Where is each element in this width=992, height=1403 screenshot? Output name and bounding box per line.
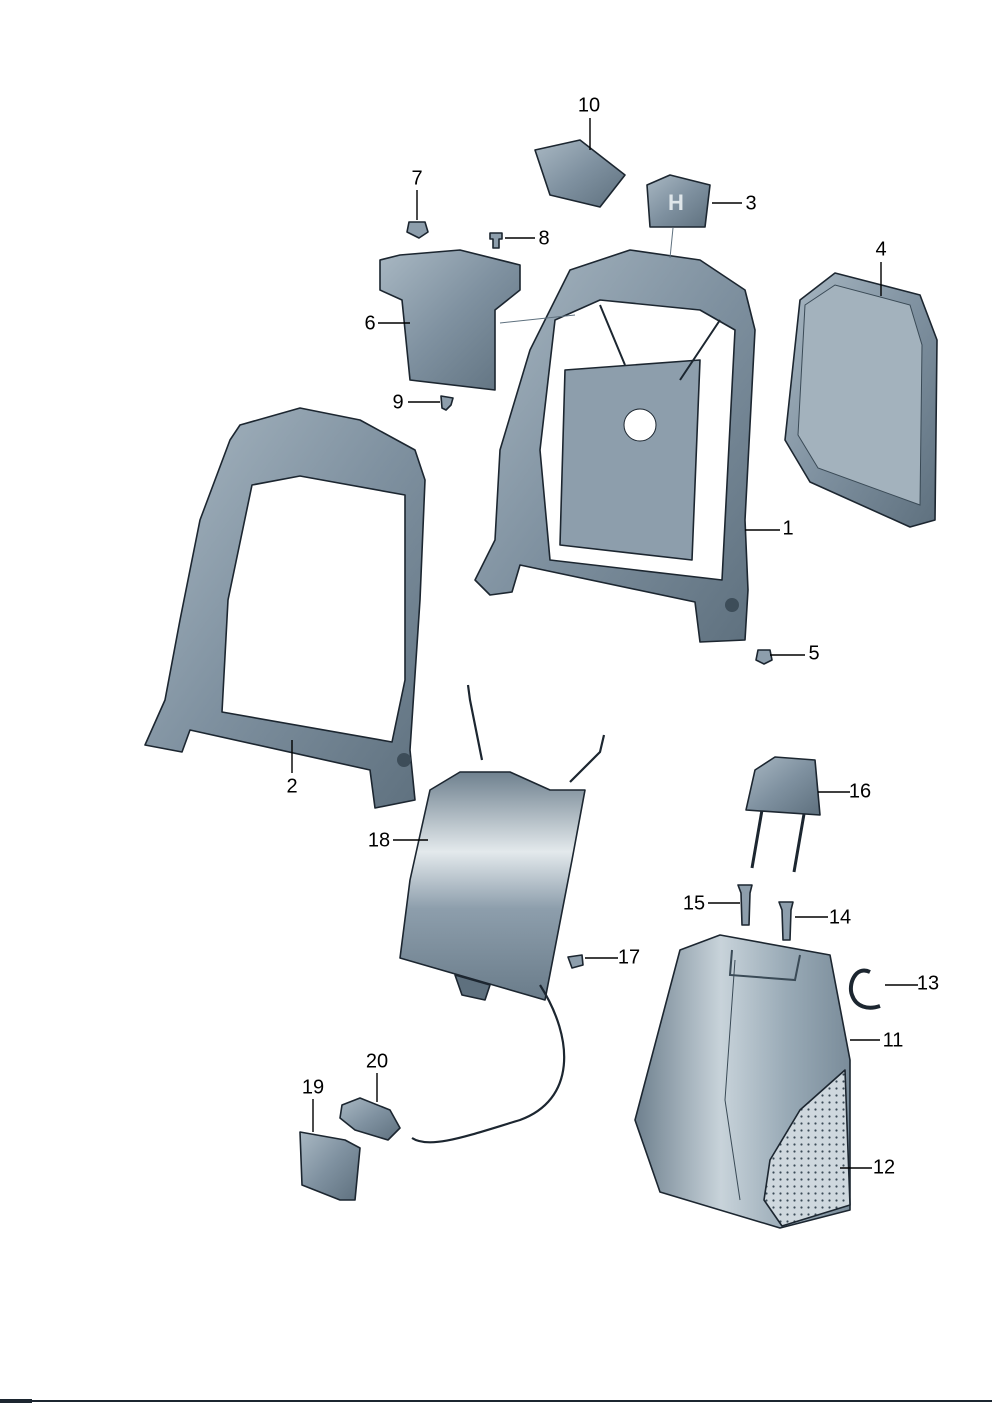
leader-lines xyxy=(291,118,918,1169)
callout-8: 8 xyxy=(538,227,549,249)
cover-seam xyxy=(724,959,741,1201)
part-18-wire xyxy=(569,734,606,783)
callout-2: 2 xyxy=(286,775,297,797)
part-16-headrest[interactable] xyxy=(745,756,821,816)
callout-9: 9 xyxy=(392,391,403,413)
part-20-connector[interactable] xyxy=(339,1097,401,1141)
callout-16: 16 xyxy=(849,780,871,802)
part-9-bolt[interactable] xyxy=(440,395,454,411)
part-1-backrest-frame-with-support[interactable] xyxy=(474,249,756,643)
part-15-headrest-guide-sleeve[interactable] xyxy=(737,884,753,926)
callout-4: 4 xyxy=(875,238,886,260)
assembly-line xyxy=(499,314,576,324)
callout-10: 10 xyxy=(578,94,600,116)
part-17-clip[interactable] xyxy=(567,954,584,969)
callout-13: 13 xyxy=(917,972,939,994)
part-3-headrest-guide[interactable] xyxy=(646,174,711,228)
callout-14: 14 xyxy=(829,906,851,928)
callout-1: 1 xyxy=(782,517,793,539)
part-13-retaining-ring[interactable] xyxy=(849,968,881,1010)
part-6-bracket[interactable] xyxy=(379,249,521,391)
callout-20: 20 xyxy=(366,1050,388,1072)
callout-17: 17 xyxy=(618,946,640,968)
callout-7: 7 xyxy=(411,167,422,189)
callout-6: 6 xyxy=(364,312,375,334)
part-10-cover-cap[interactable] xyxy=(534,139,626,208)
part-5-screw[interactable] xyxy=(755,649,773,665)
part-12-perforated-insert[interactable] xyxy=(763,1069,851,1227)
cable xyxy=(411,984,566,1144)
callout-19: 19 xyxy=(302,1076,324,1098)
bottom-rule-mark xyxy=(0,1399,32,1403)
callout-18: 18 xyxy=(368,829,390,851)
guide-h-mark: H xyxy=(668,190,684,215)
lumbar-plate-hole xyxy=(623,408,657,442)
support-wire xyxy=(599,304,626,366)
part-2-backrest-frame[interactable] xyxy=(144,407,426,809)
part-14-headrest-guide-sleeve[interactable] xyxy=(778,901,794,941)
headrest-post xyxy=(792,813,806,873)
cover-headrest-opening xyxy=(728,949,801,982)
callout-11: 11 xyxy=(883,1029,904,1051)
part-18-wire xyxy=(466,684,484,761)
callout-5: 5 xyxy=(808,642,819,664)
frame-hole xyxy=(397,753,411,767)
bottom-rule xyxy=(0,1400,992,1402)
part-8-bolt[interactable] xyxy=(489,232,503,249)
headrest-post xyxy=(750,809,764,869)
rear-panel-inner xyxy=(797,284,923,506)
callout-15: 15 xyxy=(683,892,705,914)
part-18-heating-pad[interactable] xyxy=(399,771,586,1001)
callout-3: 3 xyxy=(745,192,756,214)
lumbar-support-plate[interactable] xyxy=(559,359,701,561)
part-18-connector-housing xyxy=(454,974,491,1001)
assembly-line xyxy=(669,227,674,259)
support-wire xyxy=(679,319,721,381)
frame-hole xyxy=(725,598,739,612)
part-7-nut[interactable] xyxy=(406,221,429,239)
callout-12: 12 xyxy=(873,1156,895,1178)
part-19-connector-holder[interactable] xyxy=(299,1131,361,1201)
